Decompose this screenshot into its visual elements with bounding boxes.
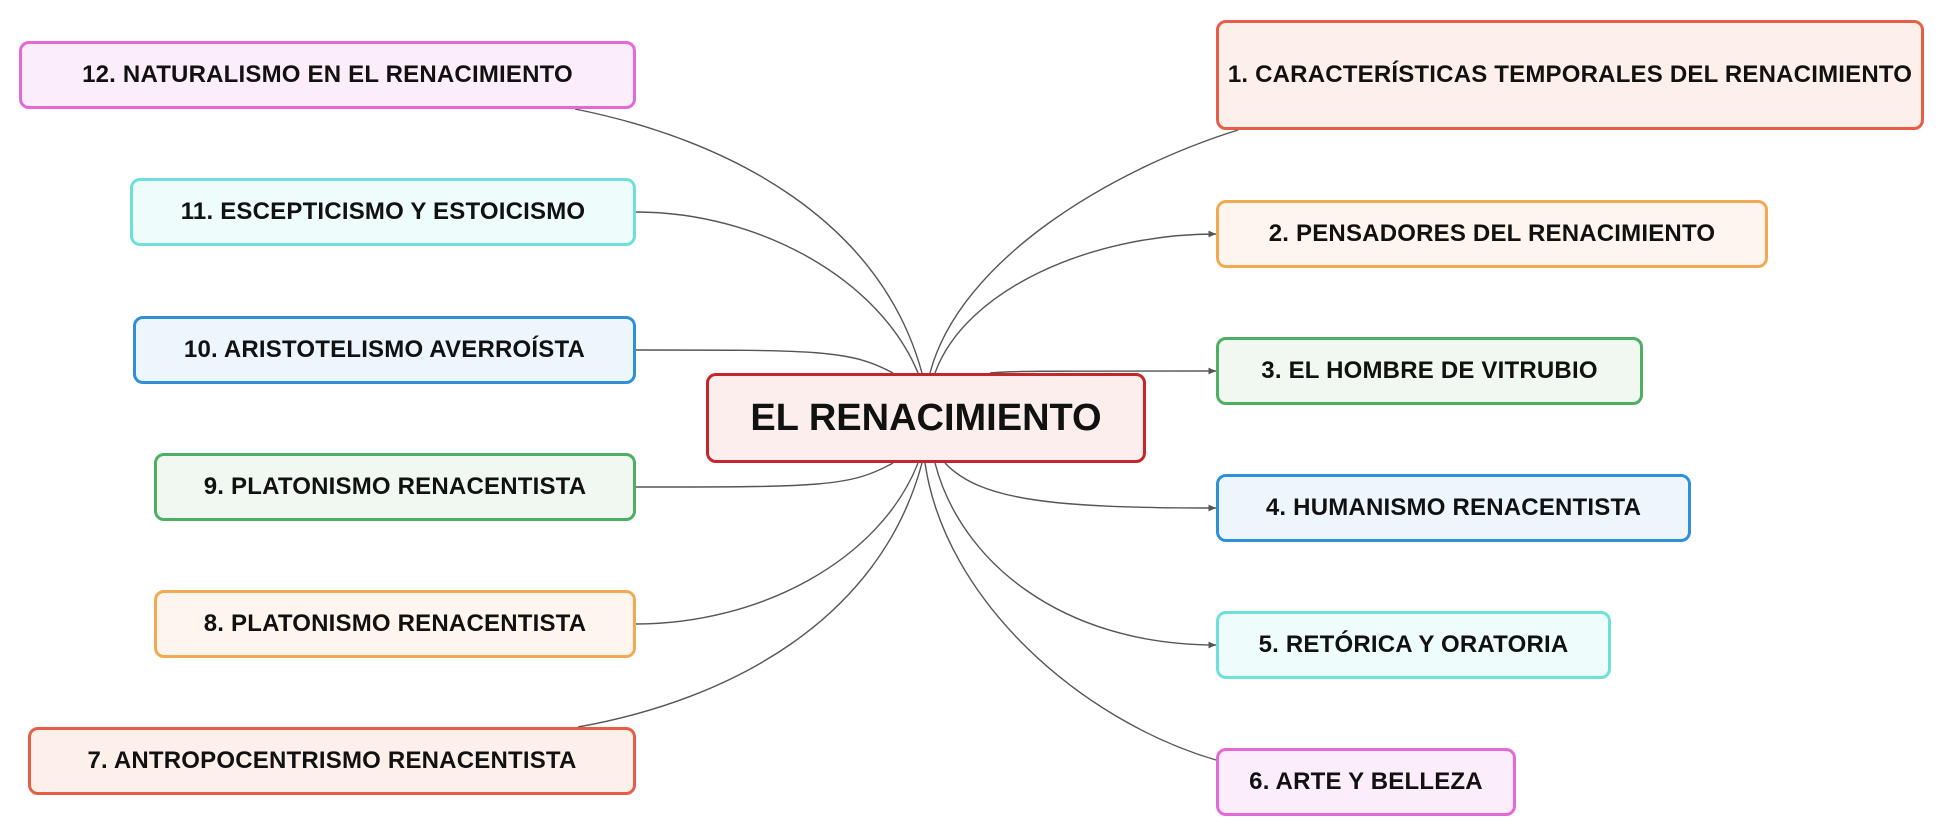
topic-12-label: 12. NATURALISMO EN EL RENACIMIENTO bbox=[82, 61, 573, 88]
connector-to-topic-8 bbox=[635, 462, 919, 625]
topic-1-label: 1. CARACTERÍSTICAS TEMPORALES DEL RENACI… bbox=[1227, 61, 1913, 88]
topic-node-10[interactable]: 10. ARISTOTELISMO AVERROÍSTA bbox=[133, 316, 636, 384]
connector-to-topic-3 bbox=[989, 367, 1217, 375]
topic-node-12[interactable]: 12. NATURALISMO EN EL RENACIMIENTO bbox=[19, 41, 636, 109]
topic-node-6[interactable]: 6. ARTE Y BELLEZA bbox=[1216, 748, 1516, 816]
topic-6-label: 6. ARTE Y BELLEZA bbox=[1249, 768, 1483, 795]
topic-node-3[interactable]: 3. EL HOMBRE DE VITRUBIO bbox=[1216, 337, 1643, 405]
topic-4-label: 4. HUMANISMO RENACENTISTA bbox=[1265, 494, 1642, 521]
topic-node-1[interactable]: 1. CARACTERÍSTICAS TEMPORALES DEL RENACI… bbox=[1216, 20, 1924, 130]
connector-to-topic-11 bbox=[635, 211, 919, 374]
central-topic-label: EL RENACIMIENTO bbox=[750, 396, 1102, 439]
connector-to-topic-9 bbox=[635, 462, 894, 488]
topic-node-4[interactable]: 4. HUMANISMO RENACENTISTA bbox=[1216, 474, 1691, 542]
topic-10-label: 10. ARISTOTELISMO AVERROÍSTA bbox=[183, 336, 586, 363]
topic-11-label: 11. ESCEPTICISMO Y ESTOICISMO bbox=[180, 198, 586, 225]
topic-5-label: 5. RETÓRICA Y ORATORIA bbox=[1258, 631, 1569, 658]
topic-9-label: 9. PLATONISMO RENACENTISTA bbox=[203, 473, 587, 500]
topic-8-label: 8. PLATONISMO RENACENTISTA bbox=[203, 610, 587, 637]
topic-node-11[interactable]: 11. ESCEPTICISMO Y ESTOICISMO bbox=[130, 178, 636, 246]
topic-node-9[interactable]: 9. PLATONISMO RENACENTISTA bbox=[154, 453, 636, 521]
connector-to-topic-1 bbox=[929, 129, 1239, 374]
topic-node-5[interactable]: 5. RETÓRICA Y ORATORIA bbox=[1216, 611, 1611, 679]
topic-3-label: 3. EL HOMBRE DE VITRUBIO bbox=[1261, 357, 1598, 384]
topic-node-7[interactable]: 7. ANTROPOCENTRISMO RENACENTISTA bbox=[28, 727, 636, 795]
topic-2-label: 2. PENSADORES DEL RENACIMIENTO bbox=[1268, 220, 1716, 247]
connector-to-topic-7 bbox=[577, 462, 923, 728]
central-topic-el-renacimiento[interactable]: EL RENACIMIENTO bbox=[706, 373, 1146, 463]
connector-to-topic-5 bbox=[934, 462, 1217, 649]
connector-to-topic-4 bbox=[944, 462, 1217, 512]
topic-node-2[interactable]: 2. PENSADORES DEL RENACIMIENTO bbox=[1216, 200, 1768, 268]
connector-to-topic-12 bbox=[574, 108, 923, 374]
connector-to-topic-6 bbox=[924, 462, 1217, 761]
topic-node-8[interactable]: 8. PLATONISMO RENACENTISTA bbox=[154, 590, 636, 658]
connector-to-topic-2 bbox=[934, 230, 1217, 374]
topic-7-label: 7. ANTROPOCENTRISMO RENACENTISTA bbox=[87, 747, 577, 774]
connector-to-topic-10 bbox=[635, 349, 894, 374]
